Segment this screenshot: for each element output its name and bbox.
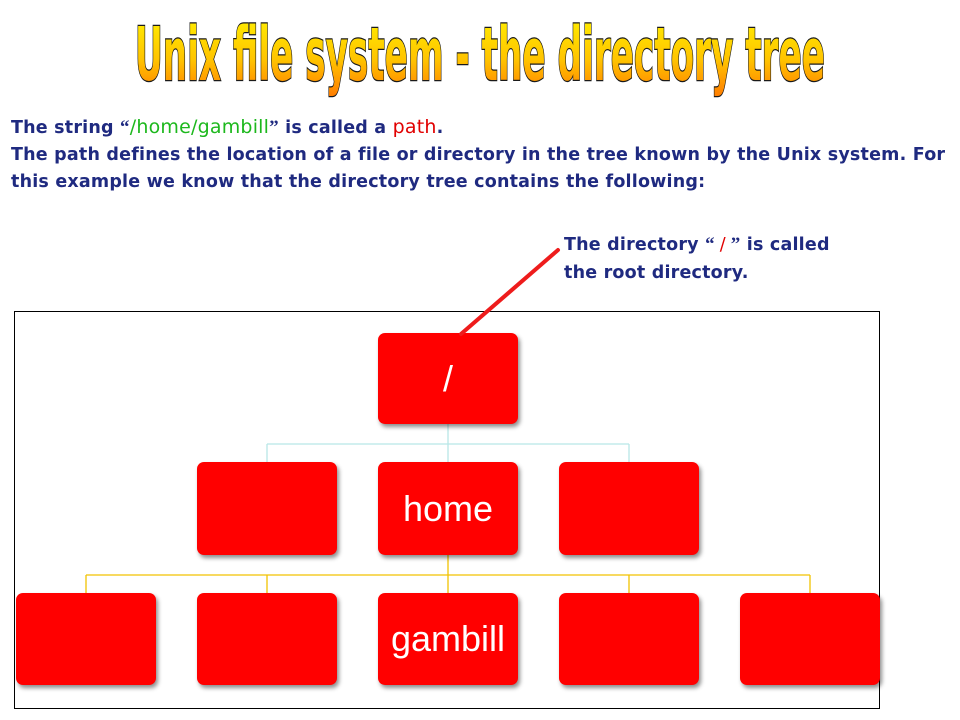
root-close-quote: ”: [725, 234, 741, 255]
tree-node-level1-left: [197, 462, 337, 555]
title-graphic: Unix file system - the directory tree: [134, 11, 827, 100]
tree-node-level2-1: [16, 593, 156, 685]
root-slash: /: [719, 235, 726, 255]
path-example: /home/gambill: [129, 116, 270, 138]
root-callout-line-2: the root directory.: [564, 263, 749, 283]
intro-paragraph: The path defines the location of a file …: [11, 145, 946, 192]
root-callout: The directory “ / ” is called the root d…: [564, 231, 944, 287]
intro-prefix: The string: [11, 118, 121, 138]
intro-line-1: The string “/home/gambill” is called a p…: [11, 114, 951, 142]
diagram-frame: [14, 311, 880, 709]
intro-text: The string “/home/gambill” is called a p…: [11, 114, 951, 196]
tree-node-level2-4: [559, 593, 699, 685]
root-open-quote: “: [705, 234, 720, 255]
tree-node-gambill: gambill: [378, 593, 518, 685]
tree-node-home: home: [378, 462, 518, 555]
tree-node-level1-right: [559, 462, 699, 555]
tree-node-level2-5: [740, 593, 880, 685]
close-quote: ”: [269, 117, 279, 138]
root-callout-suffix: is called: [740, 235, 830, 255]
root-callout-line-1: The directory “ / ” is called: [564, 231, 944, 259]
root-callout-prefix: The directory: [564, 235, 706, 255]
tree-node-root: /: [378, 333, 518, 424]
open-quote: “: [120, 117, 130, 138]
slide-title-text: Unix file system - the directory tree: [135, 12, 825, 98]
path-term: path: [392, 116, 437, 138]
tree-node-level2-2: [197, 593, 337, 685]
intro-middle: is called a: [278, 118, 393, 138]
slide-title: Unix file system - the directory tree: [0, 0, 960, 100]
intro-period: .: [436, 118, 444, 138]
